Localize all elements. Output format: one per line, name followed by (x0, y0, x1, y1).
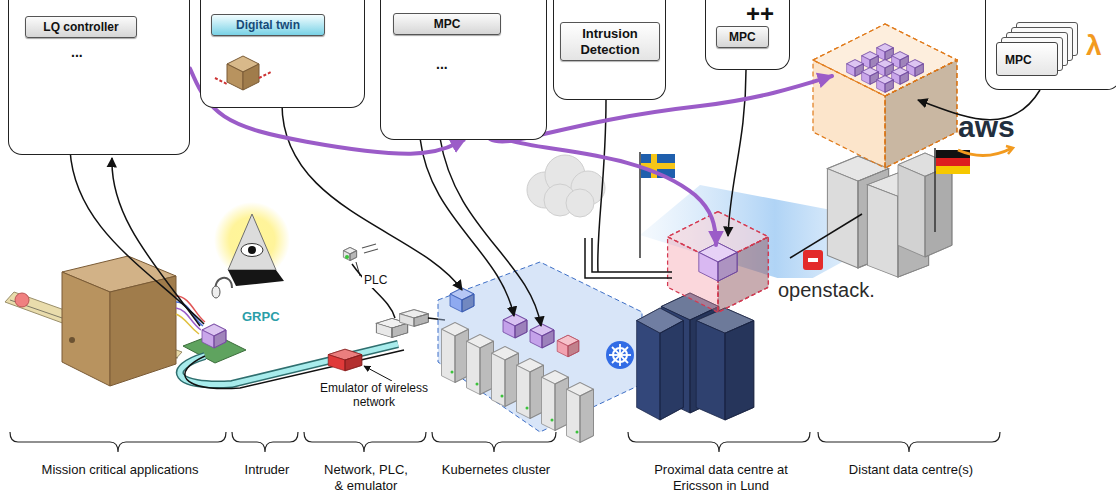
button-label: MPC (393, 13, 501, 35)
service-panel: LQ controller... (8, 0, 190, 155)
service-panel: MPC... (380, 0, 547, 140)
section-label: Distant data centre(s) (818, 462, 1004, 478)
section-label: Network, PLC, & emulator (316, 462, 416, 494)
button-label: Digital twin (211, 14, 325, 36)
section-label: Proximal data centre at Ericsson in Lund (650, 462, 792, 494)
lambda-symbol: λ (1086, 32, 1102, 60)
ellipsis: ... (71, 44, 83, 61)
twin-icon (213, 48, 273, 98)
button-label: LQ controller (25, 16, 137, 38)
logo-text: openstack. (776, 278, 877, 302)
button-label: MPC (716, 26, 769, 48)
service-panel: Intrusion Detection (553, 0, 666, 100)
logo-text: aws (956, 110, 1017, 144)
section-label: Kubernetes cluster (432, 462, 560, 478)
section-label: Intruder (232, 462, 302, 478)
plus-sign: ++ (746, 2, 774, 26)
logo-text: GRPC (240, 309, 282, 325)
button-label: Intrusion Detection (560, 22, 660, 61)
part-label: PLC (362, 272, 389, 288)
card-label: MPC (996, 42, 1058, 76)
service-panel: MPC++ (705, 0, 790, 70)
ellipsis: ... (436, 56, 448, 73)
part-label: Emulator of wireless network (316, 381, 432, 409)
section-label: Mission critical applications (8, 462, 232, 478)
service-panel: MPC λ (985, 0, 1116, 90)
service-panel: Digital twin (200, 0, 365, 108)
